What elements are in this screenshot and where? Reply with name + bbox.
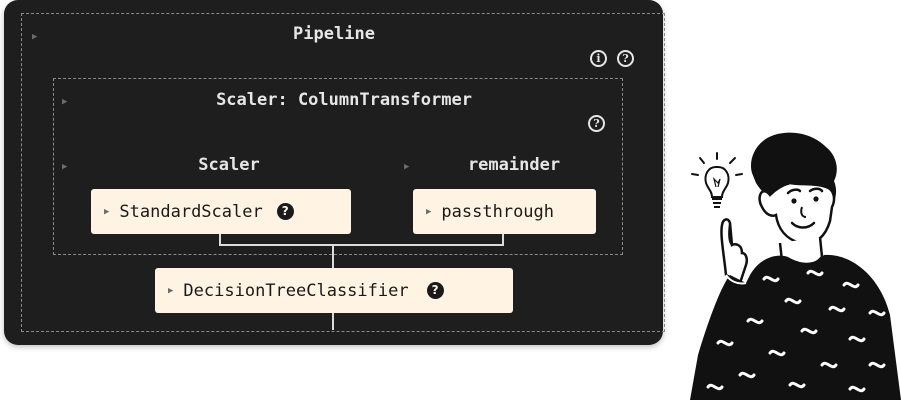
scaler-branch-title[interactable]: Scaler [198,155,260,175]
man-with-idea-illustration [690,132,901,400]
pipeline-container [21,13,665,332]
decision-tree-help-icon[interactable]: ? [426,282,444,299]
help-icon[interactable]: ? [617,50,634,67]
connector-line [332,246,334,268]
connector-line [332,313,334,330]
info-icon[interactable]: i [590,50,607,67]
standard-scaler-help-icon[interactable]: ? [276,203,294,220]
passthrough-chip[interactable]: ▶ passthrough [413,189,596,234]
connector-line [502,234,504,246]
decision-tree-classifier-label: DecisionTreeClassifier [183,280,409,301]
remainder-branch-title[interactable]: remainder [467,155,561,175]
pipeline-title[interactable]: Pipeline [293,24,375,44]
standard-scaler-chip[interactable]: ▶ StandardScaler ? [91,189,351,234]
lightbulb-icon [691,152,743,208]
standard-scaler-label: StandardScaler [119,201,263,222]
passthrough-label: passthrough [441,201,555,222]
remainder-branch-expand-arrow-icon[interactable]: ▶ [404,162,410,172]
scaler-branch-expand-arrow-icon[interactable]: ▶ [62,162,68,172]
column-transformer-expand-arrow-icon[interactable]: ▶ [62,97,68,107]
column-transformer-container [53,78,623,255]
standard-scaler-expand-arrow-icon: ▶ [104,206,110,217]
decision-tree-classifier-chip[interactable]: ▶ DecisionTreeClassifier ? [155,268,513,313]
passthrough-expand-arrow-icon: ▶ [426,206,432,217]
column-transformer-help-icon[interactable]: ? [588,115,605,132]
decision-tree-expand-arrow-icon: ▶ [168,285,174,296]
connector-line [219,244,504,246]
pipeline-expand-arrow-icon[interactable]: ▶ [32,32,38,42]
connector-line [219,234,221,246]
column-transformer-title[interactable]: Scaler: ColumnTransformer [216,90,472,110]
pipeline-diagram-panel: ▶ Pipeline i ? ▶ Scaler: ColumnTransform… [4,0,665,345]
